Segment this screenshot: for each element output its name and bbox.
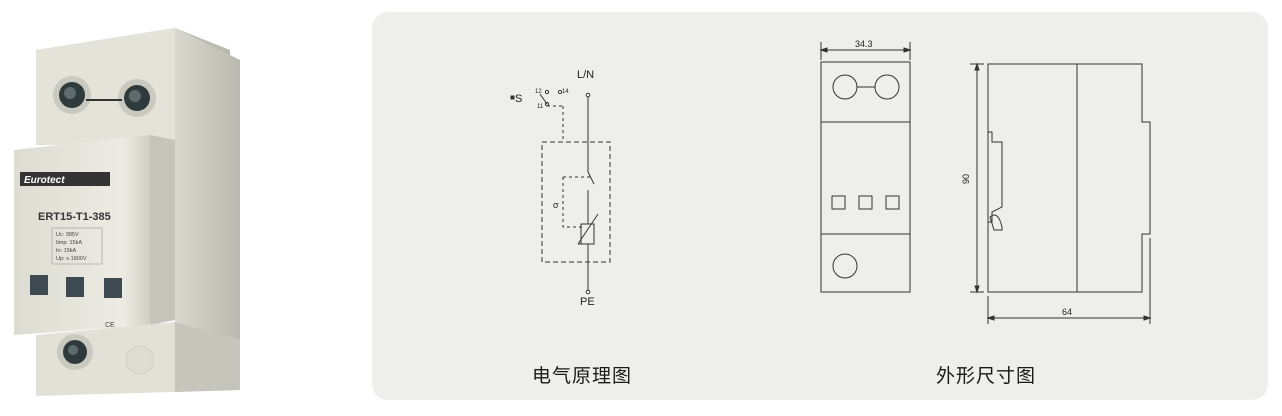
dimensions-caption: 外形尺寸图 (935, 365, 1036, 387)
terminal-screw-bottom (57, 334, 93, 370)
product-photo: Eurotect ERT15-T1-385 Uc: 385V Iimp: 15k… (14, 28, 240, 396)
pin-11-label: 11 (537, 104, 544, 110)
indicator-window-2 (66, 277, 84, 297)
dim-depth-label: 64 (1062, 307, 1072, 317)
diagram-panel: L/N PE S 12 14 11 σ 34.3 90 64 电气原理图 外形尺… (372, 12, 1268, 400)
dim-width-label: 34.3 (855, 39, 873, 49)
terminal-ln-label: L/N (577, 69, 594, 81)
front-face (14, 135, 150, 335)
pin-12-label: 12 (535, 89, 542, 95)
dim-height-label: 90 (961, 174, 971, 184)
indicator-window-1 (30, 275, 48, 295)
ce-mark: CE (105, 322, 115, 329)
schematic-caption: 电气原理图 (531, 365, 632, 387)
spec-line-4: Up: ≤ 1800V (56, 256, 87, 262)
terminal-screw-top-left (53, 76, 91, 114)
terminal-screw-top-right (118, 79, 156, 117)
side-view (970, 62, 1152, 324)
electrical-schematic (510, 89, 611, 295)
indicator-window-3 (104, 278, 122, 298)
model-text: ERT15-T1-385 (38, 211, 111, 223)
brand-strip (20, 172, 110, 186)
thermal-label: σ (553, 200, 559, 210)
terminal-pe-label: PE (580, 296, 595, 308)
brand-text: Eurotect (24, 175, 65, 186)
switch-s-label: S (515, 93, 522, 105)
pin-14-label: 14 (562, 89, 569, 95)
spec-line-3: In: 15kA (56, 248, 77, 254)
spec-line-1: Uc: 385V (56, 232, 79, 238)
front-view (819, 42, 912, 293)
spec-line-2: Iimp: 15kA (56, 240, 82, 246)
